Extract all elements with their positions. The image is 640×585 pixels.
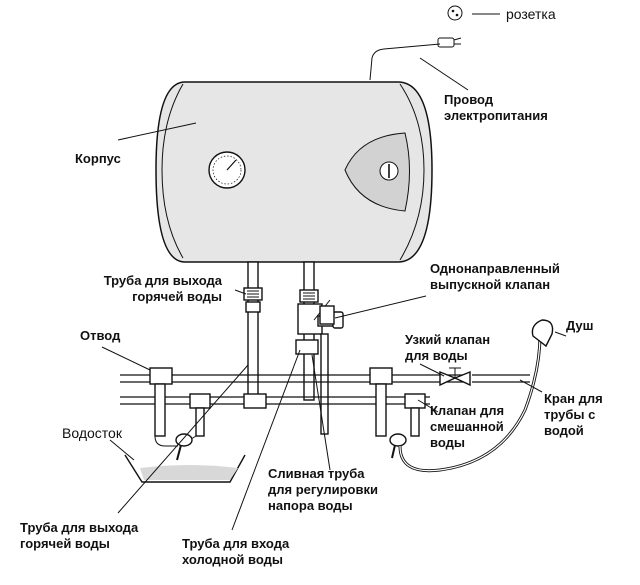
hot-out-top-label-line1: Труба для выхода <box>104 273 223 288</box>
check-valve-icon <box>319 305 335 325</box>
drain-basin <box>109 439 246 483</box>
drain-label: Водосток <box>62 425 123 441</box>
thermometer-gauge-icon <box>208 151 246 189</box>
drain-pipe-label-line2: для регулировки <box>268 482 378 497</box>
supply-tap-label-line2: трубы с <box>544 407 595 422</box>
shower-head-icon <box>531 319 567 348</box>
check-valve-label-line2: выпускной клапан <box>430 277 550 292</box>
power-cord-label-line1: Провод <box>444 92 494 107</box>
cold-inlet-pipe <box>295 261 344 401</box>
narrow-valve-icon <box>439 367 471 387</box>
socket-label: розетка <box>506 6 556 22</box>
mix-valve-label-line2: смешанной <box>430 419 504 434</box>
tank-body <box>155 81 433 263</box>
drain-pipe-label-line1: Сливная труба <box>268 466 365 481</box>
narrow-valve-label-line2: для воды <box>405 348 468 363</box>
hot-outlet-pipe <box>243 261 263 401</box>
drain-pipe-label-line3: напора воды <box>268 498 353 513</box>
supply-tap-label-line3: водой <box>544 423 584 438</box>
branch-leader <box>101 346 151 371</box>
power-cord <box>369 37 469 91</box>
hot-out-top-label-line2: горячей воды <box>132 289 222 304</box>
mix-valve-label-line1: Клапан для <box>430 403 504 418</box>
shower-hose <box>398 334 542 473</box>
mix-valve-fitting <box>369 367 426 459</box>
hot-out-bottom-label-line2: горячей воды <box>20 536 110 551</box>
branch-label: Отвод <box>80 328 121 343</box>
body-label: Корпус <box>75 151 121 166</box>
branch-fitting <box>149 367 211 461</box>
body-leader <box>117 122 197 141</box>
leader-lines <box>117 289 543 531</box>
power-cord-label-line2: электропитания <box>444 108 548 123</box>
cold-in-label-line2: холодной воды <box>182 552 283 567</box>
shower-label: Душ <box>566 318 594 333</box>
socket-icon <box>447 5 500 21</box>
check-valve-label-line1: Однонаправленный <box>430 261 560 276</box>
mix-valve-label-line3: воды <box>430 435 465 450</box>
cold-in-label-line1: Труба для входа <box>182 536 290 551</box>
narrow-valve-label-line1: Узкий клапан <box>405 332 490 347</box>
supply-tap-label-line1: Кран для <box>544 391 603 406</box>
hot-out-bottom-label-line1: Труба для выхода <box>20 520 139 535</box>
horizontal-pipes <box>120 374 530 409</box>
